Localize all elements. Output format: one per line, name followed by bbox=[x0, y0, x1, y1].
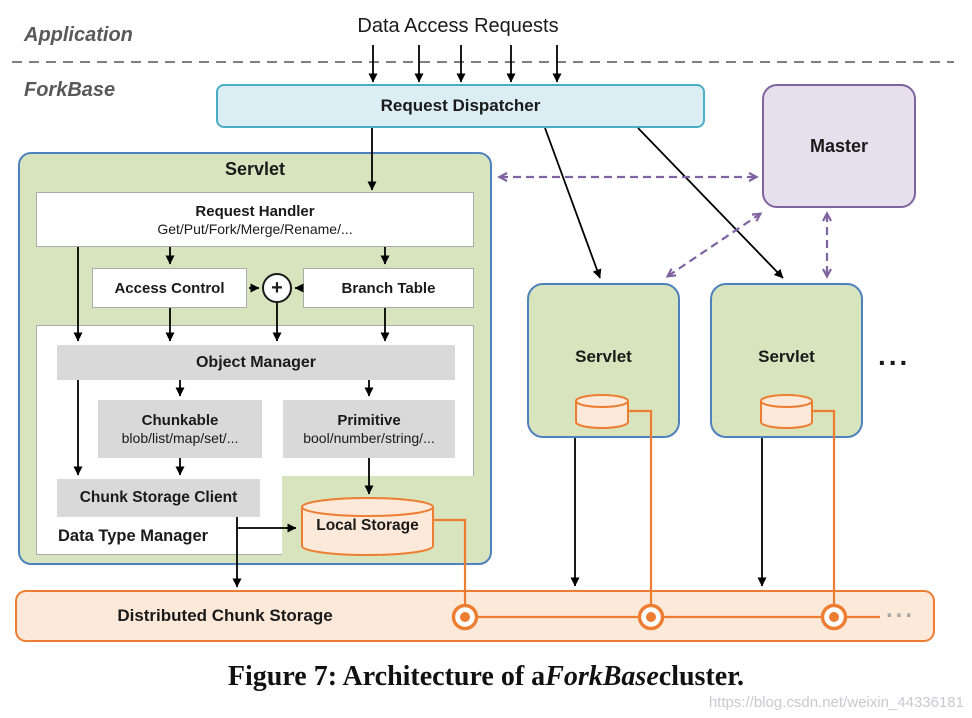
local-storage-label: Local Storage bbox=[316, 517, 419, 534]
master-box: Master bbox=[762, 84, 916, 208]
request-handler-box: Request Handler Get/Put/Fork/Merge/Renam… bbox=[36, 192, 474, 247]
merge-plus-node: + bbox=[262, 273, 292, 303]
more-servlets-ellipsis: ... bbox=[878, 340, 911, 371]
chunk-storage-client-box: Chunk Storage Client bbox=[57, 479, 260, 517]
local-storage-notch bbox=[282, 476, 475, 556]
request-handler-ops: Get/Put/Fork/Merge/Rename/... bbox=[157, 220, 353, 237]
data-access-requests-title: Data Access Requests bbox=[357, 15, 559, 37]
caption-forkbase-emphasis: ForkBase bbox=[545, 661, 659, 692]
distributed-chunk-storage-label: Distributed Chunk Storage bbox=[117, 606, 333, 625]
primitive-box: Primitive bool/number/string/... bbox=[283, 400, 455, 458]
chunkable-box: Chunkable blob/list/map/set/... bbox=[98, 400, 262, 458]
servlet-to-storage-arrows bbox=[570, 438, 767, 587]
chunkable-title: Chunkable bbox=[141, 412, 219, 429]
caption-suffix: cluster. bbox=[658, 661, 745, 692]
branch-table-box: Branch Table bbox=[303, 268, 474, 308]
caption-prefix: Figure 7: Architecture of a bbox=[227, 661, 546, 692]
request-dispatcher-box: Request Dispatcher bbox=[216, 84, 705, 128]
application-zone-label: Application bbox=[24, 24, 133, 46]
object-manager-bar: Object Manager bbox=[57, 345, 455, 380]
servlet-node-2-label: Servlet bbox=[575, 347, 632, 366]
access-control-box: Access Control bbox=[92, 268, 247, 308]
servlet-main-title: Servlet bbox=[224, 159, 286, 179]
more-storage-nodes-ellipsis: ... bbox=[886, 596, 916, 623]
request-handler-title: Request Handler bbox=[195, 202, 315, 220]
data-type-manager-label: Data Type Manager bbox=[58, 527, 209, 545]
chunkable-types: blob/list/map/set/... bbox=[121, 430, 239, 446]
storage-network-links bbox=[433, 409, 880, 619]
data-access-request-arrows bbox=[368, 45, 562, 83]
csdn-watermark: https://blog.csdn.net/weixin_44336181 bbox=[708, 694, 964, 711]
forkbase-zone-label: ForkBase bbox=[24, 79, 116, 101]
primitive-types: bool/number/string/... bbox=[303, 430, 435, 446]
figure-caption: Figure 7: Architecture of a ForkBase clu… bbox=[0, 661, 972, 693]
primitive-title: Primitive bbox=[337, 412, 401, 429]
servlet-node-3-label: Servlet bbox=[758, 347, 815, 366]
